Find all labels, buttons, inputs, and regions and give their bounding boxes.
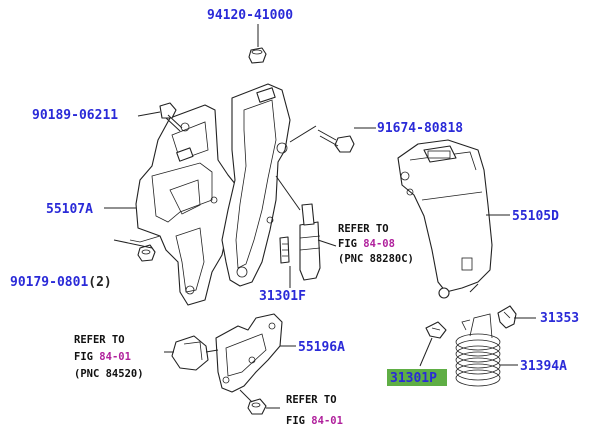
part-label-pedal-bracket: 55107A [46, 202, 93, 217]
svg-text:FIG 84-01: FIG 84-01 [286, 415, 343, 427]
part-label-switch: 31301F [259, 289, 306, 304]
leader-bolt [137, 111, 161, 117]
part-label-flange-nut: 90179-0801(2) [10, 275, 112, 290]
reference-note-switch: REFER TO FIG 84-08 (PNC 88280C) [338, 223, 414, 265]
reference-note-bottom-nut: REFER TO FIG 84-01 [286, 394, 343, 427]
part-label-switch-bracket: 55196A [298, 340, 345, 355]
part-label-bolt: 90189-06211 [32, 108, 118, 123]
bolt-drawing [159, 102, 183, 132]
part-label-spring: 31394A [520, 359, 567, 374]
svg-text:REFER TO: REFER TO [338, 223, 389, 235]
svg-text:FIG 84-01: FIG 84-01 [74, 351, 131, 363]
retainer-clip-drawing [419, 321, 447, 367]
spring-drawing [455, 313, 518, 387]
nut-drawing [248, 24, 267, 64]
svg-text:REFER TO: REFER TO [74, 334, 125, 346]
bottom-nut-drawing [239, 389, 280, 415]
flange-nut-drawing [113, 239, 156, 262]
svg-text:(PNC 88280C): (PNC 88280C) [338, 253, 414, 265]
svg-text:FIG 84-08: FIG 84-08 [338, 238, 395, 250]
screw-drawing [289, 125, 355, 153]
svg-text:(PNC 84520): (PNC 84520) [74, 368, 144, 380]
reference-note-connector: REFER TO FIG 84-01 (PNC 84520) [74, 334, 144, 380]
svg-text:REFER TO: REFER TO [286, 394, 337, 406]
rear-plate-drawing [221, 83, 291, 287]
clutch-switch-drawing [275, 175, 337, 281]
part-label-nut: 94120-41000 [207, 8, 293, 23]
pedal-lever-drawing [397, 139, 510, 299]
part-label-clip: 31353 [540, 311, 579, 326]
part-label-pedal: 55105D [512, 209, 559, 224]
connector-drawing [164, 335, 219, 371]
switch-bracket-drawing [215, 313, 296, 393]
highlight-box [387, 369, 447, 386]
part-label-retainer-clip-highlighted: 31301P [390, 371, 437, 386]
clip-drawing [497, 305, 536, 329]
part-label-screw: 91674-80818 [377, 121, 463, 136]
